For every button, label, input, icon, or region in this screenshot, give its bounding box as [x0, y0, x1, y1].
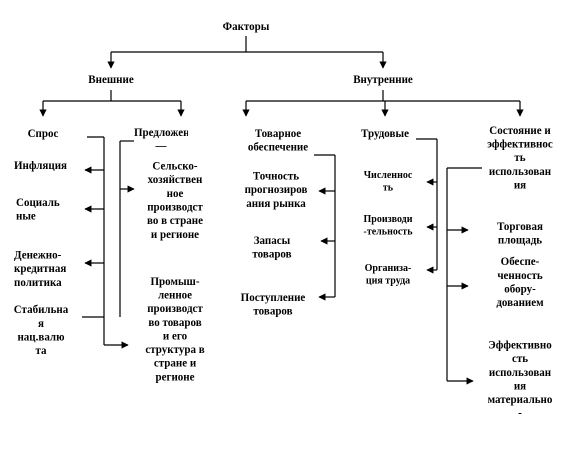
node-factors: Факторы — [222, 20, 270, 34]
node-monetary-policy: Денежно- кредитная политика — [14, 249, 67, 289]
node-labor: Трудовые — [361, 127, 409, 141]
node-equipment: Обеспе- ченность обору- дованием — [496, 255, 544, 310]
node-goods-inflow: Поступление товаров — [240, 291, 306, 318]
node-labor-organization: Организа- ция труда — [364, 262, 412, 287]
node-currency-stability: Стабильна я нац.валю та — [13, 303, 69, 358]
node-forecast-accuracy: Точность прогнозиров ания рынка — [244, 170, 308, 210]
node-productivity: Производи -тельность — [363, 213, 413, 238]
node-materials-efficiency: Эффективно сть использован ия материальн… — [487, 339, 553, 420]
node-state-efficiency: Состояние и эффективнос ть использован и… — [487, 124, 553, 192]
node-trade-area: Торговая площадь — [497, 220, 543, 247]
node-social: Социаль ные — [16, 196, 60, 223]
node-industrial: Промыш- ленное производст во товаров и е… — [145, 275, 205, 384]
node-headcount: Численнос ть — [363, 169, 413, 194]
node-inflation: Инфляция — [14, 159, 67, 173]
node-demand: Спрос — [27, 127, 59, 141]
node-supply: Предложен — — [134, 126, 188, 153]
node-internal: Внутренние — [353, 73, 413, 87]
node-goods-provision: Товарное обеспечение — [247, 127, 309, 154]
node-agriculture: Сельско- хозяйствен ное производст во в … — [146, 160, 204, 241]
node-stocks: Запасы товаров — [252, 234, 292, 261]
node-external: Внешние — [88, 73, 134, 87]
